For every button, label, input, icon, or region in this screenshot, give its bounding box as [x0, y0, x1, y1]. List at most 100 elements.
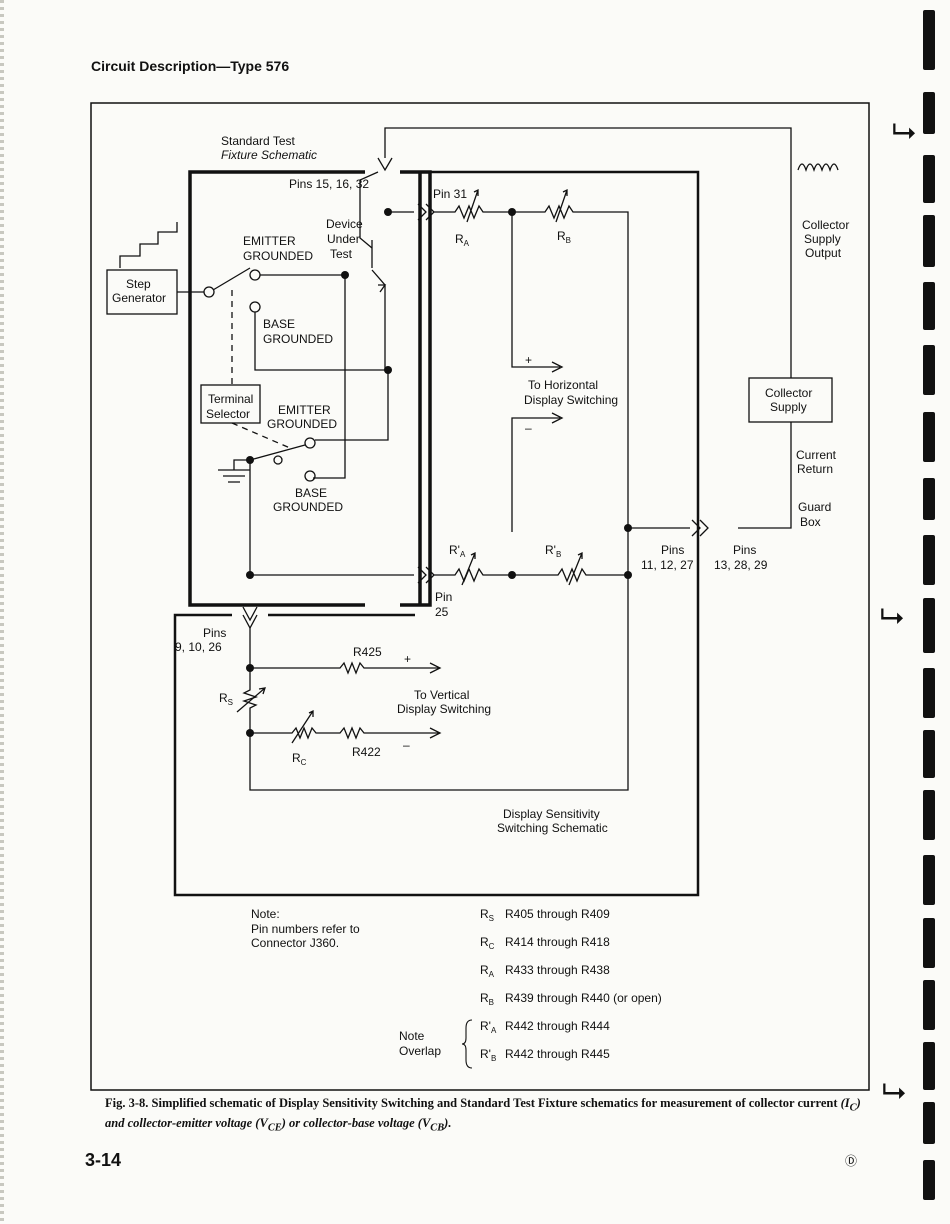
fixture-box-right	[400, 170, 432, 607]
return-label: Return	[797, 462, 833, 476]
base2-label: BASE	[295, 486, 327, 500]
legend-text: R442 through R445	[505, 1047, 610, 1061]
binder-curl: ⮡	[892, 115, 916, 148]
page-number: 3-14	[85, 1150, 122, 1170]
legend-text: R439 through R440 (or open)	[505, 991, 662, 1005]
ra-label: RA	[455, 232, 470, 248]
to-horizontal-label: To Horizontal	[528, 378, 598, 392]
resistor-legend: RS R405 through R409 RC R414 through R41…	[480, 907, 662, 1063]
minus-vertical: –	[403, 738, 410, 752]
step-generator-box	[106, 269, 178, 315]
binder-hole	[923, 10, 935, 70]
page-header: Circuit Description—Type 576	[91, 58, 290, 74]
r422-label: R422	[352, 745, 381, 759]
base-grounded-label: GROUNDED	[263, 332, 333, 346]
display-switching2-label: Display Switching	[397, 702, 491, 716]
display-switching-label: Display Switching	[524, 393, 618, 407]
binder-hole	[923, 535, 935, 585]
guard-label: Guard	[798, 500, 831, 514]
selector-label: Selector	[206, 407, 250, 421]
plus-horizontal: +	[525, 353, 532, 367]
legend-text: R414 through R418	[505, 935, 610, 949]
std-test-label: Standard Test	[221, 134, 295, 148]
legend-text: R433 through R438	[505, 963, 610, 977]
pins-right-nums: 13, 28, 29	[714, 558, 768, 572]
note-overlap-1: Note	[399, 1029, 425, 1043]
supply-label: Supply	[804, 232, 841, 246]
binder-hole	[923, 1042, 935, 1090]
box-label: Box	[800, 515, 821, 529]
legend-text: R442 through R444	[505, 1019, 610, 1033]
collector-supply-box-label-2: Supply	[770, 400, 807, 414]
figure-caption: Fig. 3-8. Simplified schematic of Displa…	[105, 1096, 861, 1133]
display-sensitivity-label: Display Sensitivity	[503, 807, 600, 821]
note-line-2: Pin numbers refer to	[251, 922, 360, 936]
grounded3-label: GROUNDED	[273, 500, 343, 514]
device-label: Device	[326, 217, 363, 231]
pin-31-label: Pin 31	[433, 187, 467, 201]
test-label: Test	[330, 247, 353, 261]
grounded2-label: GROUNDED	[267, 417, 337, 431]
binder-hole	[923, 855, 935, 905]
binder-hole	[923, 730, 935, 778]
legend-sym: RA	[480, 963, 495, 979]
pin-25-num: 25	[435, 605, 449, 619]
legend-sym: R'A	[480, 1019, 497, 1035]
pins-9-label: Pins	[203, 626, 226, 640]
terminal-selector-box	[200, 384, 261, 424]
note-line-1: Note:	[251, 907, 280, 921]
legend-sym: R'B	[480, 1047, 496, 1063]
rc-label: RC	[292, 751, 307, 767]
plus-vertical: +	[404, 652, 411, 666]
fixture-box-left	[188, 170, 365, 607]
note-overlap-2: Overlap	[399, 1044, 441, 1058]
minus-horizontal: –	[525, 421, 532, 435]
binder-curl: ⮡	[882, 1075, 906, 1108]
rs-label: RS	[219, 691, 233, 707]
binder-curl: ⮡	[880, 600, 904, 633]
scan-edge	[0, 0, 4, 1224]
rb-label: RB	[557, 229, 571, 245]
pin-25-label: Pin	[435, 590, 452, 604]
generator-label: Generator	[112, 291, 166, 305]
binder-hole	[923, 345, 935, 395]
to-vertical-label: To Vertical	[414, 688, 469, 702]
output-label: Output	[805, 246, 842, 260]
binder-hole	[923, 412, 935, 462]
binder-hole	[923, 1160, 935, 1200]
r425-label: R425	[353, 645, 382, 659]
binder-hole	[923, 92, 935, 134]
collector-label: Collector	[802, 218, 849, 232]
binder-hole	[923, 155, 935, 203]
figure-frame	[90, 102, 870, 1091]
switching-schematic-label: Switching Schematic	[497, 821, 608, 835]
step-label: Step	[126, 277, 151, 291]
terminal-label: Terminal	[208, 392, 253, 406]
under-label: Under	[327, 232, 360, 246]
revision-mark: Ⓓ	[845, 1154, 858, 1168]
binder-hole	[923, 918, 935, 968]
pins-15-16-32-label: Pins 15, 16, 32	[289, 177, 369, 191]
legend-sym: RC	[480, 935, 495, 951]
binder-hole	[923, 790, 935, 840]
binder-hole	[923, 478, 935, 520]
base-label: BASE	[263, 317, 295, 331]
pins-left-label: Pins	[661, 543, 684, 557]
current-label: Current	[796, 448, 837, 462]
collector-supply-box-label-1: Collector	[765, 386, 812, 400]
display-switching-box	[173, 170, 700, 897]
pins-left-nums: 11, 12, 27	[641, 558, 694, 572]
binder-hole	[923, 1102, 935, 1144]
emitter-grounded-label: EMITTER	[243, 234, 296, 248]
binder-hole	[923, 668, 935, 718]
emitter-grounded-label-2: GROUNDED	[243, 249, 313, 263]
ra-prime-label: R'A	[449, 543, 466, 559]
legend-text: R405 through R409	[505, 907, 610, 921]
fixture-schematic-label: Fixture Schematic	[221, 148, 317, 162]
note-line-3: Connector J360.	[251, 936, 339, 950]
binder-hole	[923, 598, 935, 653]
legend-sym: RS	[480, 907, 494, 923]
pins-right-label: Pins	[733, 543, 756, 557]
binder-hole	[923, 282, 935, 330]
